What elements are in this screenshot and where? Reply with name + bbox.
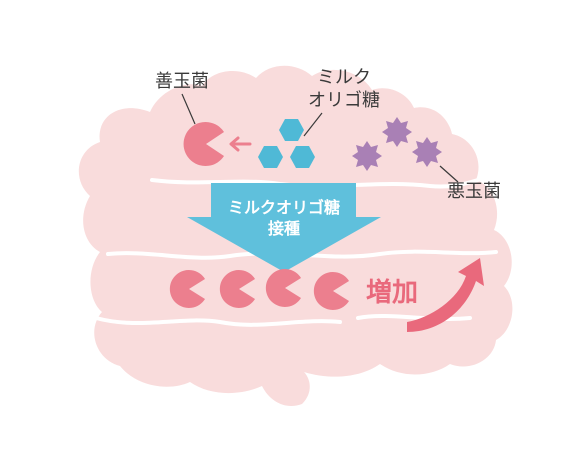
pacman-icon: [219, 270, 255, 308]
pacman-icon: [169, 270, 205, 308]
intake-down-arrow: ミルクオリゴ糖 接種: [187, 183, 381, 272]
increase-label: 増加: [366, 278, 418, 308]
hexagon-icon: [279, 119, 304, 141]
oligo-hexagon-group: [258, 119, 315, 168]
pacman-icon: [183, 122, 224, 166]
bad-bacteria-group: [352, 117, 442, 171]
increase-arrow-icon: [407, 258, 484, 332]
hexagon-icon: [258, 146, 283, 168]
eat-arrow-icon: [229, 136, 252, 152]
bad-bacteria-leader: [439, 165, 459, 183]
intake-arrow-label-line2: 接種: [268, 219, 300, 238]
pacman-icon: [313, 272, 349, 310]
milk-oligo-leader: [303, 112, 323, 137]
good-bacteria-row: [169, 269, 349, 310]
spiky-germ-icon: [382, 117, 412, 147]
spiky-germ-icon: [352, 141, 382, 171]
milk-oligo-label-line2: オリゴ糖: [308, 90, 380, 111]
pacman-icon: [265, 269, 301, 307]
milk-oligo-label-line1: ミルク: [317, 67, 371, 88]
good-bacteria-label: 善玉菌: [155, 71, 209, 92]
bad-bacteria-label: 悪玉菌: [447, 181, 501, 202]
spiky-germ-icon: [412, 137, 442, 167]
good-bacteria-leader: [181, 93, 196, 125]
intake-arrow-label-line1: ミルクオリゴ糖: [228, 198, 340, 217]
hexagon-icon: [290, 146, 315, 168]
